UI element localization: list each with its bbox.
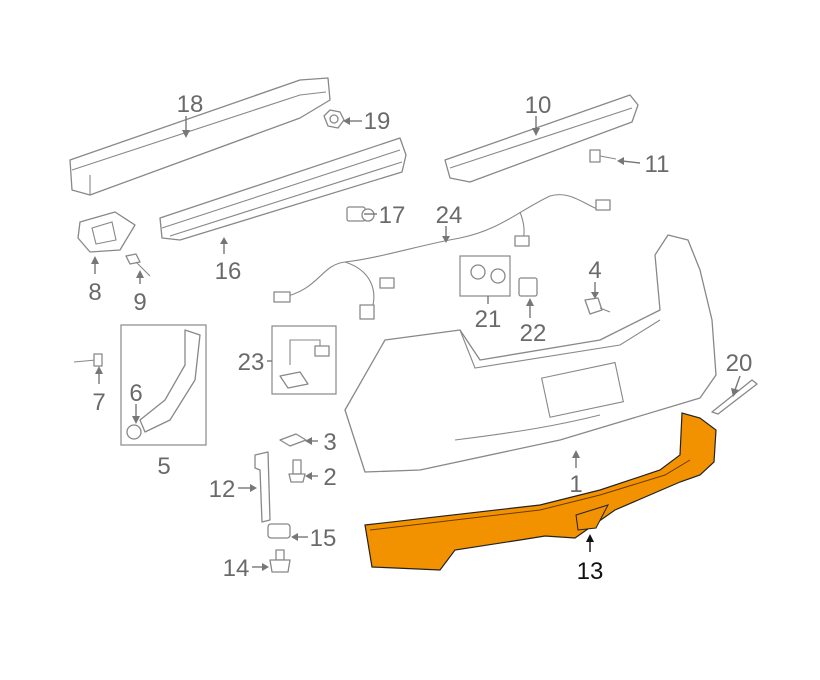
part-8-bracket[interactable] [77, 211, 136, 253]
part-16-absorber[interactable] [159, 137, 407, 241]
callout-17: 17 [379, 202, 406, 229]
part-5-group-box [120, 324, 207, 446]
leader-lines [91, 116, 741, 571]
callout-5: 5 [157, 453, 170, 480]
part-5-bracket[interactable] [139, 329, 201, 433]
callout-19: 19 [364, 108, 391, 135]
part-19-nut[interactable] [323, 109, 345, 129]
callout-14: 14 [223, 555, 250, 582]
part-7-pin[interactable] [73, 353, 103, 367]
part-22-clip[interactable] [518, 277, 538, 297]
callout-22: 22 [520, 320, 547, 347]
callout-8: 8 [88, 279, 101, 306]
callout-4: 4 [588, 257, 601, 284]
callout-2: 2 [323, 464, 336, 491]
part-24-wiring-harness[interactable] [273, 194, 611, 320]
part-1-bumper-cover[interactable] [344, 234, 717, 473]
callout-3: 3 [323, 429, 336, 456]
part-18-impact-bar[interactable] [69, 77, 331, 196]
part-23-group-box [271, 325, 337, 395]
callout-21: 21 [475, 306, 502, 333]
callout-10: 10 [525, 92, 552, 119]
part-4-bolt[interactable] [584, 297, 611, 315]
part-21-group-box [459, 255, 511, 297]
callout-15: 15 [310, 525, 337, 552]
callout-16: 16 [215, 258, 242, 285]
callout-18: 18 [177, 91, 204, 118]
callout-13: 13 [577, 558, 604, 585]
callout-20: 20 [726, 350, 753, 377]
callout-23: 23 [238, 349, 265, 376]
part-14-screw[interactable] [269, 549, 291, 573]
part-10-bracket[interactable] [444, 94, 639, 183]
part-13-lower-valance[interactable] [364, 412, 717, 571]
part-9-pin[interactable] [125, 253, 151, 277]
part-15-nut[interactable] [267, 523, 291, 539]
callout-6: 6 [129, 380, 142, 407]
part-6-fastener[interactable] [126, 424, 142, 440]
callout-12: 12 [209, 476, 236, 503]
part-21-sensor[interactable] [470, 264, 506, 284]
part-17-sensor[interactable] [346, 206, 375, 222]
part-11-bolt[interactable] [589, 149, 617, 163]
part-2-screw[interactable] [288, 459, 306, 483]
part-23-harness[interactable] [279, 339, 330, 389]
callout-24: 24 [436, 202, 463, 229]
part-20-molding[interactable] [711, 379, 758, 415]
callout-11: 11 [645, 151, 670, 178]
callout-1: 1 [569, 471, 582, 498]
part-12-bracket[interactable] [254, 451, 271, 523]
part-3-clip[interactable] [279, 433, 307, 447]
callout-7: 7 [92, 389, 105, 416]
callout-9: 9 [133, 289, 146, 316]
